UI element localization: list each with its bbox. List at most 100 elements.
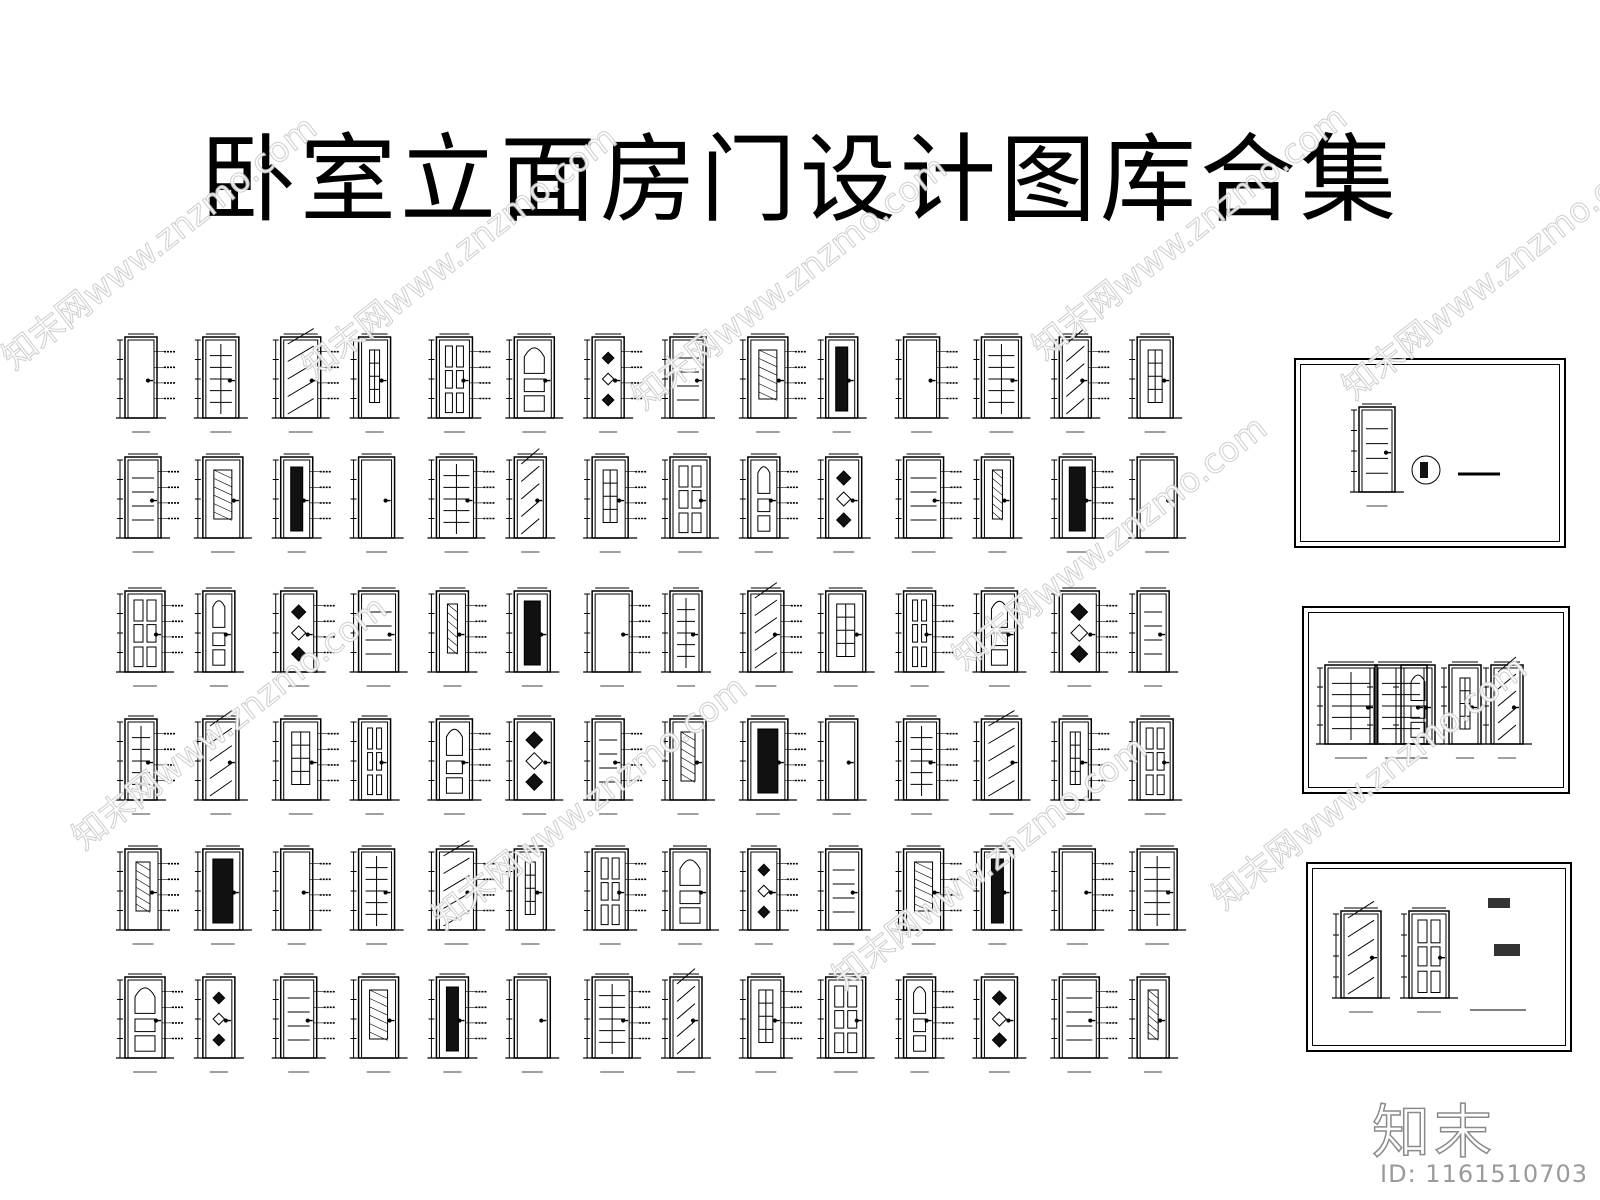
door-elevation [583, 587, 652, 687]
door-elevation [505, 973, 560, 1073]
door-elevation [583, 453, 648, 553]
door-elevation [894, 453, 963, 553]
door-elevation [349, 845, 404, 945]
door-elevation [349, 333, 400, 433]
door-elevation [972, 333, 1031, 433]
door-elevation [427, 453, 496, 553]
door-elevation [1400, 907, 1458, 1013]
door-elevation [116, 845, 180, 945]
door-elevation [1392, 661, 1444, 759]
detail-frame-1 [1294, 358, 1566, 548]
document-id: ID: 1161510703 [1380, 1160, 1588, 1188]
door-elevation [193, 845, 252, 945]
door-elevation [1050, 328, 1111, 433]
door-elevation [661, 968, 711, 1073]
door-elevation [116, 453, 180, 553]
door-elevation [1440, 661, 1490, 759]
door-elevation [116, 715, 176, 815]
door-elevation [1050, 453, 1115, 553]
door-elevation [1316, 661, 1386, 759]
door-elevation [349, 973, 408, 1073]
door-elevation [1050, 587, 1119, 687]
detail-frame-2 [1302, 606, 1570, 794]
door-elevation [583, 715, 644, 815]
door-elevation [583, 845, 648, 945]
door-elevation [427, 333, 492, 433]
door-elevation [972, 453, 1023, 553]
door-elevation [116, 973, 184, 1073]
door-elevation [349, 715, 400, 815]
door-elevation [816, 587, 875, 687]
door-elevation [816, 715, 867, 815]
door-elevation [271, 587, 336, 687]
door-elevation [505, 333, 564, 433]
door-elevation [505, 715, 564, 815]
door-elevation [271, 973, 336, 1073]
door-elevation [661, 333, 715, 433]
door-elevation [972, 587, 1027, 687]
door-elevation [583, 973, 652, 1073]
door-elevation [1128, 845, 1187, 945]
door-elevation [738, 973, 803, 1073]
door-elevation [427, 973, 488, 1073]
door-elevation [505, 448, 556, 553]
door-elevation [271, 715, 340, 815]
door-elevation [816, 333, 867, 433]
door-elevation [116, 587, 184, 687]
door-elevation [661, 845, 719, 945]
door-elevation [738, 333, 807, 433]
door-elevation [1128, 453, 1187, 553]
door-elevation [349, 587, 408, 687]
door-elevation [661, 453, 719, 553]
door-elevation [116, 333, 176, 433]
door-elevation [427, 840, 496, 945]
door-elevation [193, 333, 248, 433]
door-elevation [1482, 656, 1532, 759]
door-elevation [1128, 333, 1183, 433]
door-elevation [894, 845, 963, 945]
door-elevation [972, 973, 1027, 1073]
door-elevation [505, 845, 556, 945]
door-elevation [1050, 845, 1115, 945]
door-elevation [1128, 973, 1179, 1073]
door-elevation [972, 710, 1031, 815]
door-elevation [271, 845, 332, 945]
door-elevation [816, 453, 871, 553]
door-elevation [972, 845, 1023, 945]
door-elevation [738, 715, 807, 815]
door-elevation [1050, 973, 1119, 1073]
brand-logo: 知末 [1371, 1097, 1496, 1167]
page-title: 卧室立面房门设计图库合集 [200, 124, 1400, 236]
door-elevation [1050, 715, 1111, 815]
door-elevation [583, 333, 644, 433]
door-elevation [427, 715, 492, 815]
door-elevation [661, 587, 711, 687]
door-elevation [894, 973, 955, 1073]
door-elevation [894, 715, 959, 815]
door-elevation [738, 453, 799, 553]
door-elevation [1332, 900, 1390, 1013]
door-elevation [738, 845, 799, 945]
door-elevation [271, 328, 340, 433]
door-elevation [193, 710, 248, 815]
door-elevation [738, 582, 803, 687]
door-elevation [1350, 403, 1404, 507]
door-elevation [193, 973, 244, 1073]
door-elevation [894, 587, 955, 687]
door-elevation [193, 453, 252, 553]
door-elevation [1128, 587, 1179, 687]
door-elevation [193, 587, 244, 687]
detail-frame-3 [1306, 862, 1572, 1052]
door-elevation [816, 973, 875, 1073]
door-elevation [427, 587, 488, 687]
door-elevation [661, 715, 715, 815]
door-elevation [271, 453, 332, 553]
door-elevation [894, 333, 959, 433]
door-elevation [349, 453, 404, 553]
door-elevation [1128, 715, 1183, 815]
door-elevation [816, 845, 871, 945]
door-elevation [505, 587, 560, 687]
